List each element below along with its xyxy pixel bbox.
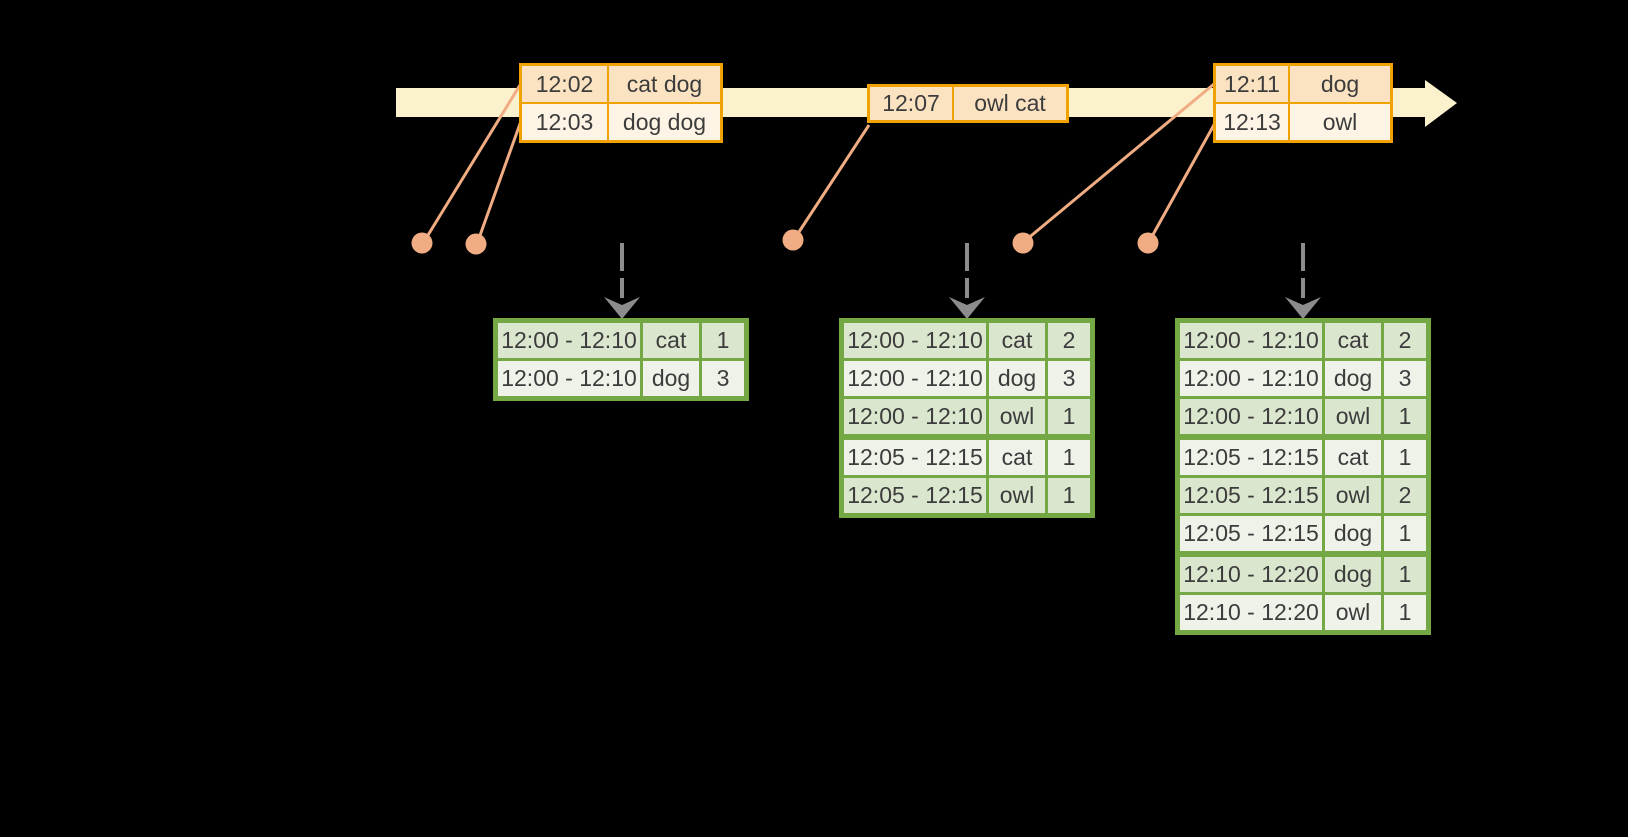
event-dot-1207 bbox=[782, 229, 804, 251]
result-count-cell: 1 bbox=[702, 323, 744, 358]
result-word-cell: cat bbox=[1325, 323, 1381, 358]
result-count-cell: 1 bbox=[1048, 440, 1090, 475]
arrow-down-icon bbox=[949, 297, 985, 319]
result-window-cell: 12:00 - 12:10 bbox=[498, 361, 640, 396]
event-dot-1203 bbox=[465, 233, 487, 255]
arrow-down-icon bbox=[604, 297, 640, 319]
result-count-cell: 3 bbox=[1048, 361, 1090, 396]
result-count-cell: 1 bbox=[1384, 440, 1426, 475]
event-words-cell: owl bbox=[1290, 104, 1390, 140]
result-window-cell: 12:05 - 12:15 bbox=[844, 478, 986, 513]
result-word-cell: cat bbox=[989, 440, 1045, 475]
result-count-cell: 2 bbox=[1384, 478, 1426, 513]
result-word-cell: dog bbox=[1325, 516, 1381, 551]
result-word-cell: owl bbox=[1325, 399, 1381, 434]
event-dot-1202 bbox=[411, 232, 433, 254]
event-time-cell: 12:07 bbox=[870, 87, 952, 120]
event-words-cell: dog bbox=[1290, 66, 1390, 102]
result-window-cell: 12:00 - 12:10 bbox=[1180, 361, 1322, 396]
event-time-cell: 12:02 bbox=[522, 66, 607, 102]
result-word-cell: owl bbox=[989, 478, 1045, 513]
result-window-cell: 12:10 - 12:20 bbox=[1180, 557, 1322, 592]
result-window-cell: 12:00 - 12:10 bbox=[1180, 323, 1322, 358]
result-window-cell: 12:00 - 12:10 bbox=[844, 361, 986, 396]
result-count-cell: 1 bbox=[1048, 478, 1090, 513]
connector-line-1213 bbox=[1148, 122, 1217, 241]
result-count-cell: 3 bbox=[1384, 361, 1426, 396]
result-window-cell: 12:05 - 12:15 bbox=[844, 440, 986, 475]
result-window-cell: 12:00 - 12:10 bbox=[844, 399, 986, 434]
event-words-cell: dog dog bbox=[609, 104, 720, 140]
result-window-cell: 12:00 - 12:10 bbox=[1180, 399, 1322, 434]
result-count-cell: 1 bbox=[1384, 399, 1426, 434]
result-word-cell: dog bbox=[989, 361, 1045, 396]
event-time-cell: 12:03 bbox=[522, 104, 607, 140]
result-word-cell: dog bbox=[1325, 557, 1381, 592]
result-word-cell: cat bbox=[1325, 440, 1381, 475]
result-count-cell: 3 bbox=[702, 361, 744, 396]
event-words-cell: cat dog bbox=[609, 66, 720, 102]
result-count-cell: 2 bbox=[1384, 323, 1426, 358]
result-window-cell: 12:00 - 12:10 bbox=[498, 323, 640, 358]
result-word-cell: owl bbox=[989, 399, 1045, 434]
connector-line-1203 bbox=[476, 120, 523, 242]
event-dot-1213 bbox=[1137, 232, 1159, 254]
arrow-down-icon bbox=[1285, 297, 1321, 319]
connector-line-1207 bbox=[793, 124, 871, 239]
result-count-cell: 1 bbox=[1384, 516, 1426, 551]
event-time-cell: 12:13 bbox=[1216, 104, 1288, 140]
connector-line-1211 bbox=[1025, 82, 1215, 242]
result-window-cell: 12:05 - 12:15 bbox=[1180, 478, 1322, 513]
trigger-arrow-1 bbox=[604, 243, 640, 319]
event-dot-1211 bbox=[1012, 232, 1034, 254]
trigger-arrow-3 bbox=[1285, 243, 1321, 319]
result-word-cell: cat bbox=[989, 323, 1045, 358]
result-count-cell: 1 bbox=[1384, 595, 1426, 630]
result-word-cell: cat bbox=[643, 323, 699, 358]
timeline-arrowhead-icon bbox=[1425, 80, 1457, 127]
result-count-cell: 1 bbox=[1384, 557, 1426, 592]
result-word-cell: owl bbox=[1325, 478, 1381, 513]
result-window-cell: 12:10 - 12:20 bbox=[1180, 595, 1322, 630]
result-count-cell: 2 bbox=[1048, 323, 1090, 358]
result-word-cell: dog bbox=[1325, 361, 1381, 396]
connector-line-1202 bbox=[423, 84, 522, 241]
result-window-cell: 12:05 - 12:15 bbox=[1180, 440, 1322, 475]
event-words-cell: owl cat bbox=[954, 87, 1066, 120]
result-word-cell: owl bbox=[1325, 595, 1381, 630]
result-window-cell: 12:05 - 12:15 bbox=[1180, 516, 1322, 551]
result-count-cell: 1 bbox=[1048, 399, 1090, 434]
result-window-cell: 12:00 - 12:10 bbox=[844, 323, 986, 358]
event-time-cell: 12:11 bbox=[1216, 66, 1288, 102]
trigger-arrow-2 bbox=[949, 243, 985, 319]
result-word-cell: dog bbox=[643, 361, 699, 396]
